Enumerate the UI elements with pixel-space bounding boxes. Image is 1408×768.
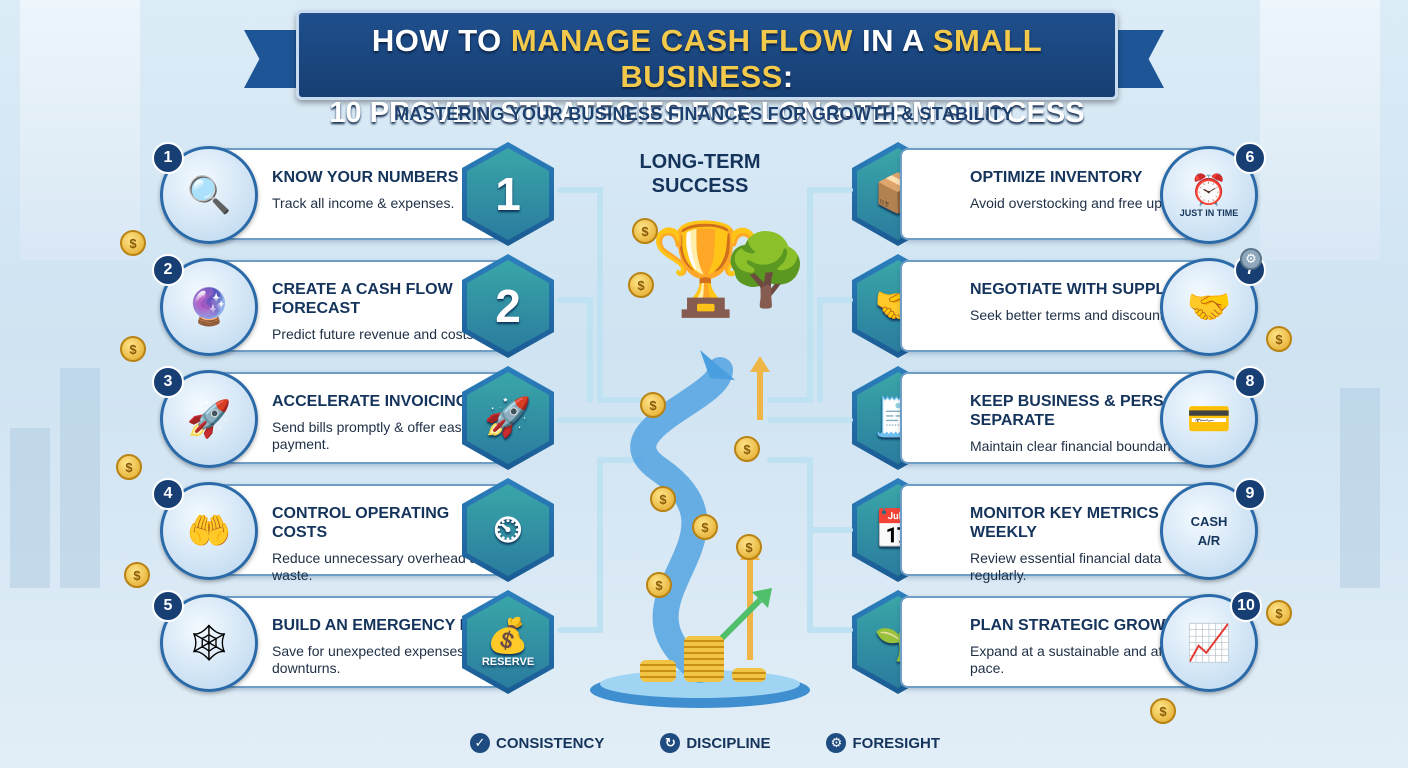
building [60,368,100,588]
coin-icon: $ [1150,698,1176,724]
title-line-1: HOW TO MANAGE CASH FLOW IN A SMALL BUSIN… [371,23,1043,94]
cash-label: CASH [1190,514,1228,529]
coin-icon: $ [734,436,760,462]
title-banner: HOW TO MANAGE CASH FLOW IN A SMALL BUSIN… [296,10,1118,129]
strategy-number: 2 [152,254,184,286]
coin-icon: $ [116,454,142,480]
footer-item-foresight: ⚙FORESIGHT [826,733,940,753]
coin-stack-icon [640,660,676,682]
strategy-number: 1 [152,142,184,174]
coin-icon: $ [640,392,666,418]
strategy-number: 3 [152,366,184,398]
strategy-number: 4 [152,478,184,510]
window-panel [20,0,140,260]
coin-stack-icon [732,668,766,682]
rocket-icon: 🚀 [467,372,549,464]
refresh-icon: ↻ [660,733,681,753]
footer-item-discipline: ↻DISCIPLINE [660,733,771,753]
strategy-number: 9 [1234,478,1266,510]
footer-values: ✓CONSISTENCY ↻DISCIPLINE ⚙FORESIGHT [470,724,940,762]
window-panel [1260,0,1380,260]
coin-icon: $ [1266,326,1292,352]
check-icon: ✓ [470,733,490,753]
coin-icon: $ [632,218,658,244]
coin-stack-icon [684,636,724,682]
strategy-number: 5 [152,590,184,622]
strategy-number: 6 [1234,142,1266,174]
trophy-icon: 🏆 [650,220,763,320]
strategy-number: 8 [1234,366,1266,398]
money-tree-icon: 🌳 [722,231,810,309]
coin-icon: $ [736,534,762,560]
gear-icon: ⚙ [826,733,847,753]
coin-icon: $ [646,572,672,598]
coin-icon: $ [120,230,146,256]
building [1340,388,1380,588]
magnifier-chart-icon: 🔍 [160,146,258,244]
jit-label: JUST IN TIME [1179,207,1239,218]
coin-icon: $ [628,272,654,298]
strategy-card-5: BUILD AN EMERGENCY FUND Save for unexpec… [200,596,510,688]
ar-label: A/R [1197,533,1221,548]
title-line-2: 10 PROVEN STRATEGIES FOR LONG-TERM SUCCE… [329,97,1085,129]
building [10,428,50,588]
strategy-card-8: KEEP BUSINESS & PERSONAL SEPARATE Mainta… [900,372,1220,464]
gear-icon: ⚙ [1240,248,1262,270]
subtitle: MASTERING YOUR BUSINESS FINANCES FOR GRO… [394,104,1014,124]
gauge-icon: ⏲ [467,484,549,576]
coin-icon: $ [124,562,150,588]
money-bag-icon: 💰 [486,617,530,655]
coin-icon: $ [692,514,718,540]
strategy-number: 10 [1230,590,1262,622]
footer-item-consistency: ✓CONSISTENCY [470,733,604,753]
coin-icon: $ [650,486,676,512]
coin-icon: $ [1266,600,1292,626]
coin-icon: $ [120,336,146,362]
strategy-card-7: NEGOTIATE WITH SUPPLIERS Seek better ter… [900,260,1220,352]
reserve-label: RESERVE [481,656,535,668]
